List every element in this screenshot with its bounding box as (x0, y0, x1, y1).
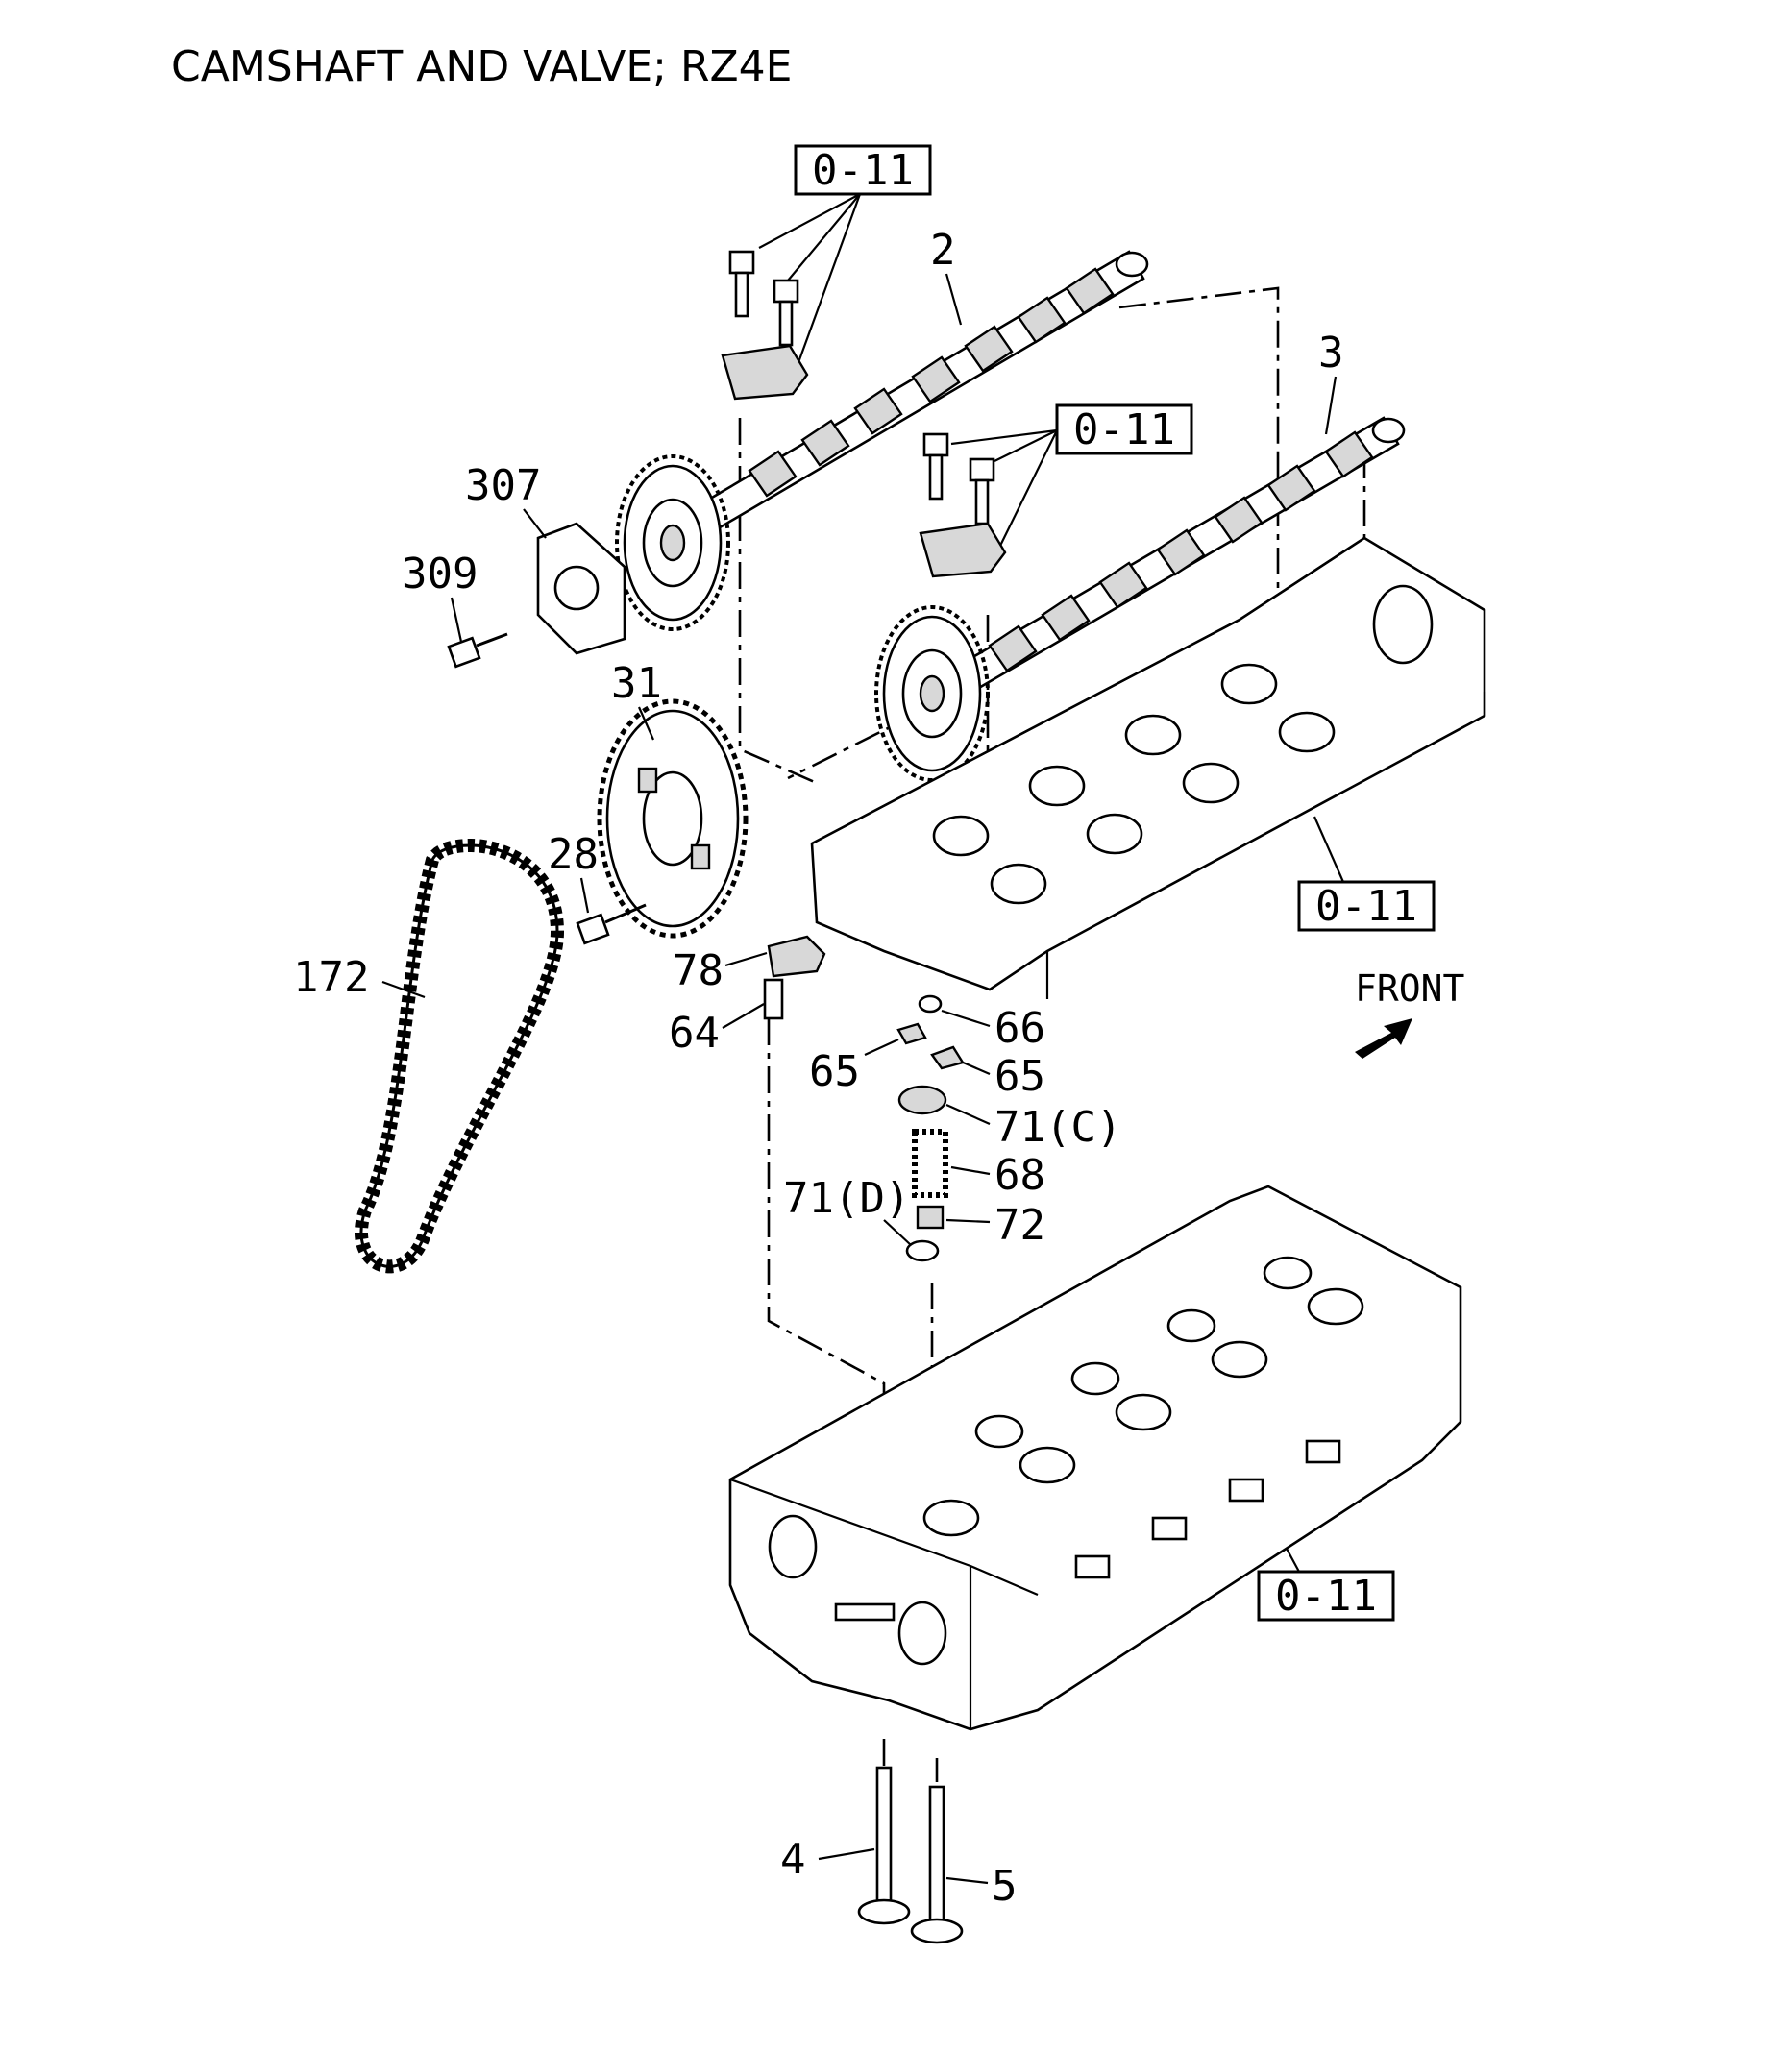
callout-71d[interactable]: 71(D) (783, 1174, 912, 1246)
part-4-intake-valve[interactable] (857, 1766, 911, 1925)
callout-3[interactable]: 3 (1318, 329, 1344, 435)
reference-box-head[interactable]: 0-11 (1257, 1570, 1395, 1622)
callout-65-left-label: 65 (809, 1047, 860, 1096)
cylinder-head[interactable] (728, 1185, 1462, 1731)
part-72-stem-seal[interactable] (916, 1205, 945, 1230)
part-65-keeper-left[interactable] (896, 1022, 927, 1045)
callout-66[interactable]: 66 (941, 1004, 1045, 1053)
part-68-valve-spring[interactable] (912, 1129, 948, 1198)
callout-172[interactable]: 172 (293, 953, 426, 1002)
callout-5-label: 5 (992, 1862, 1018, 1911)
callout-71c-label: 71(C) (994, 1103, 1121, 1152)
callout-2-label: 2 (930, 226, 956, 275)
part-172-timing-chain[interactable] (355, 838, 565, 1274)
part-31-crank-sprocket[interactable] (597, 698, 749, 939)
part-28-bolt[interactable] (576, 903, 647, 945)
callout-68-label: 68 (994, 1151, 1045, 1200)
callout-31[interactable]: 31 (611, 659, 662, 741)
part-71d-spring-seat[interactable] (905, 1239, 940, 1262)
front-label: FRONT (1355, 967, 1464, 1010)
callout-5[interactable]: 5 (945, 1862, 1018, 1911)
part-66-cap[interactable] (918, 994, 943, 1014)
callout-4[interactable]: 4 (780, 1835, 875, 1884)
callout-72[interactable]: 72 (945, 1201, 1045, 1250)
callout-2[interactable]: 2 (930, 226, 963, 326)
reference-box-head-label: 0-11 (1275, 1572, 1377, 1621)
callout-309-label: 309 (402, 550, 478, 599)
callout-71d-label: 71(D) (783, 1174, 910, 1223)
part-78-bracket[interactable] (767, 935, 826, 978)
callout-31-label: 31 (611, 659, 662, 708)
callout-72-label: 72 (994, 1201, 1045, 1250)
part-309-bolt[interactable] (447, 632, 508, 669)
bearing-cap-bolts-upper[interactable] (721, 250, 809, 401)
reference-box-mid-label: 0-11 (1073, 405, 1175, 454)
page-title: CAMSHAFT AND VALVE; RZ4E (171, 42, 793, 91)
part-71c-spring-retainer[interactable] (897, 1085, 947, 1115)
callout-78-label: 78 (673, 946, 724, 995)
part-64-lash-adjuster[interactable] (763, 978, 784, 1020)
camshaft-3[interactable] (874, 416, 1406, 782)
reference-box-top-label: 0-11 (812, 146, 914, 195)
part-5-exhaust-valve[interactable] (910, 1785, 964, 1944)
callout-307-label: 307 (465, 461, 541, 510)
part-65-keeper-right[interactable] (930, 1045, 965, 1070)
callout-3-label: 3 (1318, 329, 1344, 378)
camshaft-carrier[interactable] (810, 536, 1486, 999)
camshaft-2[interactable] (615, 250, 1149, 631)
reference-box-carrier[interactable]: 0-11 (1297, 880, 1436, 932)
callout-4-label: 4 (780, 1835, 806, 1884)
callout-64[interactable]: 64 (669, 1003, 765, 1058)
callout-64-label: 64 (669, 1009, 720, 1058)
leader-lines-top-ref (758, 193, 862, 366)
callout-172-label: 172 (293, 953, 369, 1002)
leader-line-carrier-ref (1313, 816, 1345, 883)
callout-78[interactable]: 78 (673, 946, 768, 995)
callout-28[interactable]: 28 (548, 830, 599, 914)
bearing-cap-bolts-lower[interactable] (919, 432, 1007, 578)
callout-66-label: 66 (994, 1004, 1045, 1053)
callout-65-left[interactable]: 65 (809, 1038, 899, 1096)
callout-65-right[interactable]: 65 (960, 1052, 1045, 1101)
reference-box-mid[interactable]: 0-11 (1055, 403, 1193, 455)
reference-box-top[interactable]: 0-11 (794, 144, 932, 196)
callout-65-right-label: 65 (994, 1052, 1045, 1101)
part-307-plate[interactable] (536, 522, 626, 655)
front-arrow-icon (1355, 1018, 1412, 1059)
callout-28-label: 28 (548, 830, 599, 879)
leader-lines-mid-ref (950, 428, 1058, 549)
front-direction-indicator: FRONT (1355, 967, 1464, 1059)
callout-309[interactable]: 309 (402, 550, 478, 643)
callout-307[interactable]: 307 (465, 461, 547, 539)
reference-box-carrier-label: 0-11 (1315, 882, 1417, 931)
callout-71c[interactable]: 71(C) (945, 1103, 1121, 1152)
callout-68[interactable]: 68 (950, 1151, 1045, 1200)
